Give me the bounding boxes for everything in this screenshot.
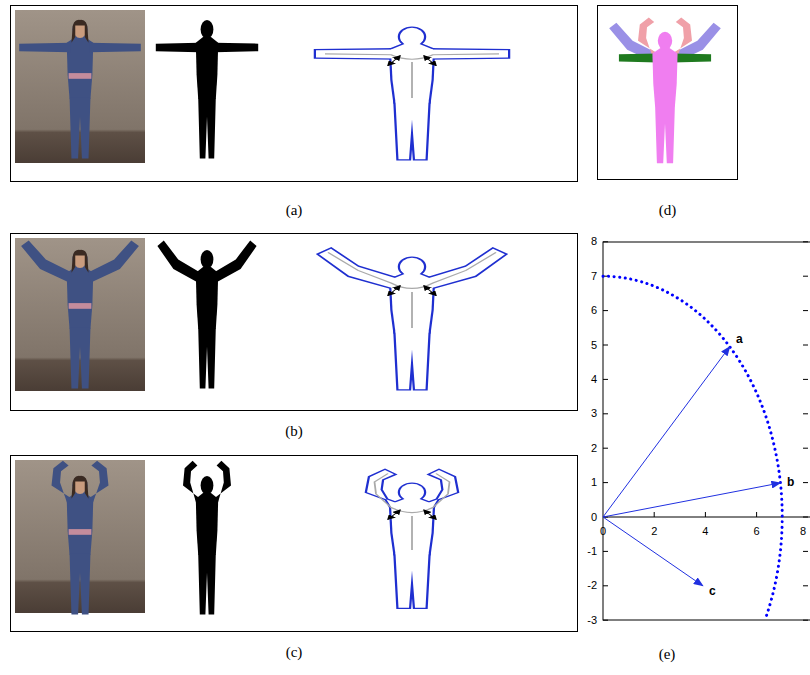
tick-label: 0 [591,512,597,523]
drawing-use [316,28,508,159]
drawing-use [316,28,508,159]
photo-ground [15,10,145,163]
tick-label: 5 [591,340,597,351]
tick-label: 2 [591,443,597,454]
drawing-use [319,249,505,389]
plot-axes [603,242,810,620]
panel-caption: (c) [11,645,577,660]
dotted-circle [603,276,782,620]
drawing-use [52,461,109,615]
drawing-use [652,32,677,163]
contour [316,28,508,159]
tick-label: 2 [651,526,657,537]
panel-caption: (e) [659,647,676,662]
drawing-line [603,517,810,518]
panel-frame: (d) [597,5,738,180]
drawing-use [21,240,139,388]
tick-label: -3 [587,615,597,626]
drawing-use [156,20,258,159]
drawing-use [609,23,658,63]
photo-person [52,461,109,615]
tick-label: -2 [587,580,597,591]
drawing-use [367,470,457,608]
vector-label: c [708,585,717,597]
silhouette [156,20,258,159]
drawing-use [157,240,256,388]
vector-label: b [786,476,795,488]
silhouette [157,240,256,388]
panel-b-art [15,238,505,391]
panel-a-art [15,10,508,163]
tick-label: 3 [591,408,597,419]
drawing-use [672,23,721,63]
drawing-use [69,20,92,79]
photo-ground [15,238,145,391]
photo-person [21,240,139,388]
panel-frame: (c) [10,455,578,632]
drawing-path [803,242,808,620]
drawing-use [619,53,658,62]
drawing-rect [603,242,810,620]
drawing-use [367,470,457,608]
panel-caption: (b) [11,424,577,439]
panel-frame: (b) [10,233,578,411]
tick-label: 6 [754,526,760,537]
drawing-use [69,476,92,535]
tick-label: 4 [702,526,708,537]
drawing-use [375,474,450,551]
vector-arrow [603,347,730,517]
panel-caption: (d) [598,203,737,218]
silhouette [183,461,231,615]
tick-label: 7 [591,271,597,282]
drawing-use [69,250,92,309]
panel-c-art [15,460,457,615]
tick-label: 8 [800,526,806,537]
drawing-use [325,54,499,98]
vector-label: a [735,333,744,345]
tick-label: 6 [591,305,597,316]
drawing-path [603,242,608,620]
drawing-use [672,53,711,62]
vector-arrow [603,483,780,517]
contour [367,470,457,608]
contour [319,249,505,389]
drawing-use [319,249,505,389]
drawing-path [654,512,756,517]
tick-label: 8 [591,236,597,247]
drawing-use [328,252,496,328]
segmentation [609,17,721,163]
drawing-use [19,20,141,159]
panel-frame: (a) [10,5,578,182]
panel-caption: (a) [11,203,577,218]
tick-label: 1 [591,477,597,488]
photo-person [19,20,141,159]
tick-label: 0 [600,526,606,537]
tick-label: -1 [587,546,597,557]
tick-label: 4 [591,374,597,385]
vector-arrow [603,517,703,586]
drawing-use [183,461,231,615]
